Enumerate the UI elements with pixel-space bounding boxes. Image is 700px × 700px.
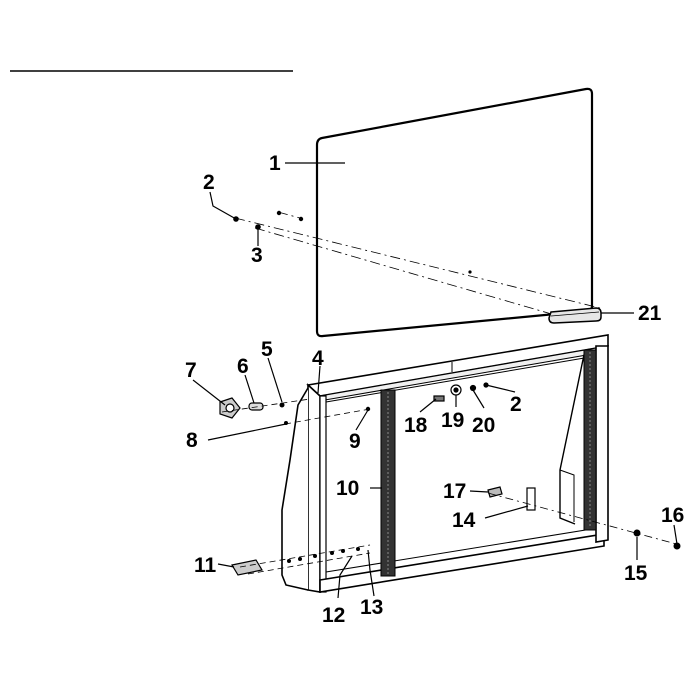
callout-21: 21 <box>638 302 662 325</box>
latch-parts <box>487 486 536 511</box>
part-15-nut <box>633 529 641 537</box>
callout-17: 17 <box>443 480 466 503</box>
callout-2: 2 <box>203 171 215 194</box>
callout-1: 1 <box>269 152 281 175</box>
bottom-screws <box>287 547 360 563</box>
callout-12: 12 <box>322 604 345 627</box>
callout-10: 10 <box>336 477 359 500</box>
callout-7: 7 <box>185 359 197 382</box>
leader-lines <box>192 162 678 599</box>
bottom-guide-part <box>231 559 263 576</box>
callout-18: 18 <box>404 414 428 437</box>
knob-part <box>219 397 241 419</box>
spacer-part <box>248 402 264 411</box>
bottom-axes <box>239 544 371 575</box>
screw-part-5 <box>279 402 285 408</box>
callout-2b: 2 <box>510 393 522 416</box>
callout-19: 19 <box>441 409 464 432</box>
screw-axis <box>284 408 371 425</box>
callout-11: 11 <box>194 554 217 577</box>
callout-20: 20 <box>472 414 495 437</box>
glass-channel-part <box>548 307 602 324</box>
callout-6: 6 <box>237 355 249 378</box>
latch-axis <box>487 492 681 546</box>
knob-axis <box>221 398 311 413</box>
door-frame <box>281 334 610 593</box>
callout-9: 9 <box>349 430 361 453</box>
part-16-cap <box>673 542 681 550</box>
callout-15: 15 <box>624 562 648 585</box>
roller-cluster <box>433 382 489 402</box>
callout-4: 4 <box>312 347 324 370</box>
callout-5: 5 <box>261 338 273 361</box>
callout-labels: 1 2 3 21 4 5 6 7 8 9 18 19 20 2 10 17 14… <box>185 152 684 627</box>
callout-14: 14 <box>452 509 476 532</box>
callout-3: 3 <box>251 244 263 267</box>
callout-16: 16 <box>661 504 684 527</box>
weatherstrip-channels <box>380 349 597 577</box>
alignment-lines <box>234 211 601 316</box>
callout-8: 8 <box>186 429 198 452</box>
glass-panel <box>315 87 594 338</box>
callout-13: 13 <box>360 596 383 619</box>
